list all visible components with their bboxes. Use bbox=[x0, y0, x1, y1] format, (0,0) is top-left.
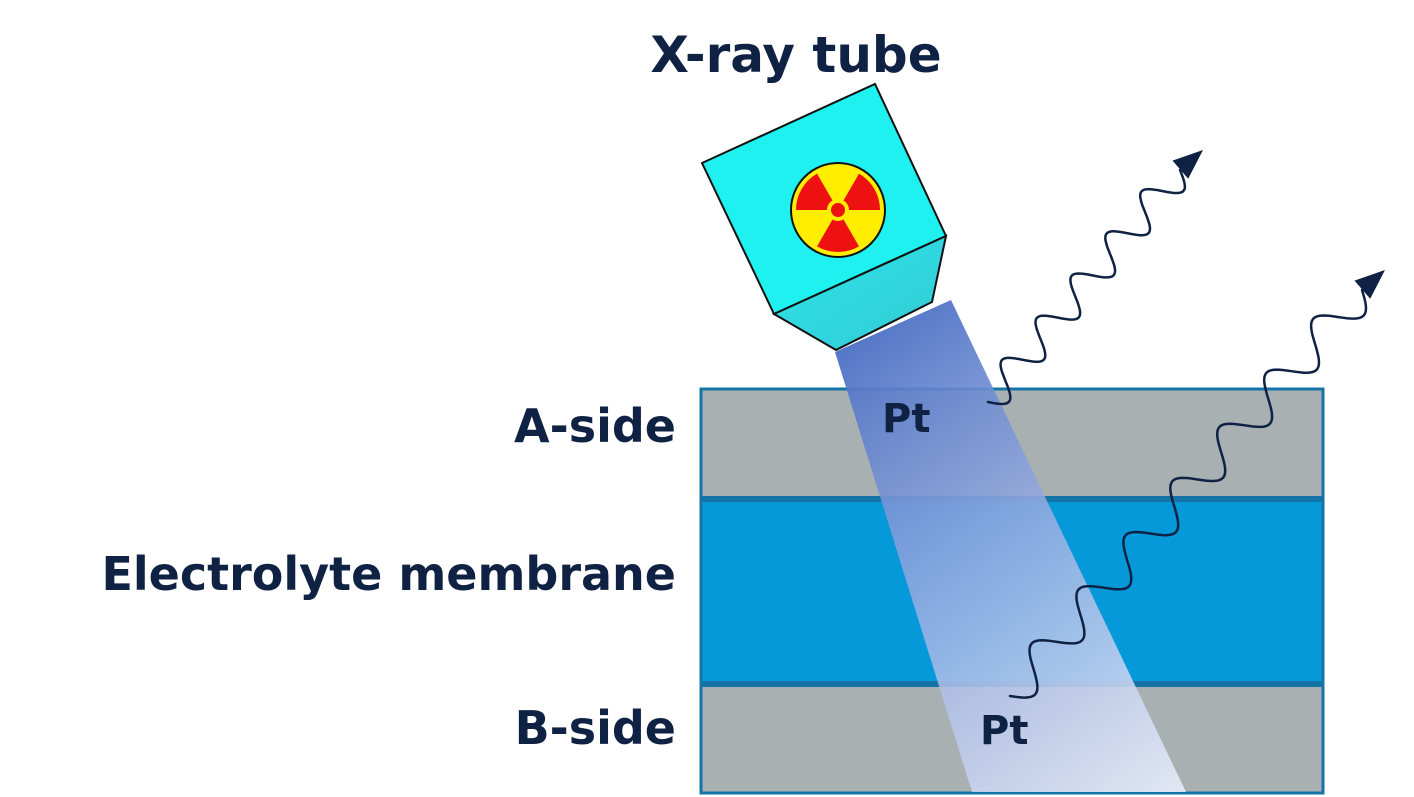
layer-stack-border bbox=[699, 387, 1325, 795]
b-side-label: B-side bbox=[515, 701, 676, 755]
xray-tube bbox=[700, 82, 948, 352]
wavy-arrow-icon bbox=[1008, 288, 1368, 699]
pt-label-bottom: Pt bbox=[980, 708, 1028, 754]
wavy-arrow-icon bbox=[986, 168, 1187, 406]
xray-tube-nozzle bbox=[771, 234, 948, 352]
radiation-icon bbox=[790, 162, 886, 258]
title-label: X-ray tube bbox=[650, 26, 941, 84]
fluorescence-rays bbox=[986, 168, 1368, 699]
a-side-label: A-side bbox=[514, 399, 676, 453]
pt-label-top: Pt bbox=[882, 396, 930, 442]
xray-beam bbox=[835, 300, 1186, 792]
arrowhead-icon bbox=[1354, 270, 1385, 299]
electrolyte-membrane-label: Electrolyte membrane bbox=[101, 547, 676, 601]
arrowhead-icon bbox=[1172, 150, 1203, 179]
